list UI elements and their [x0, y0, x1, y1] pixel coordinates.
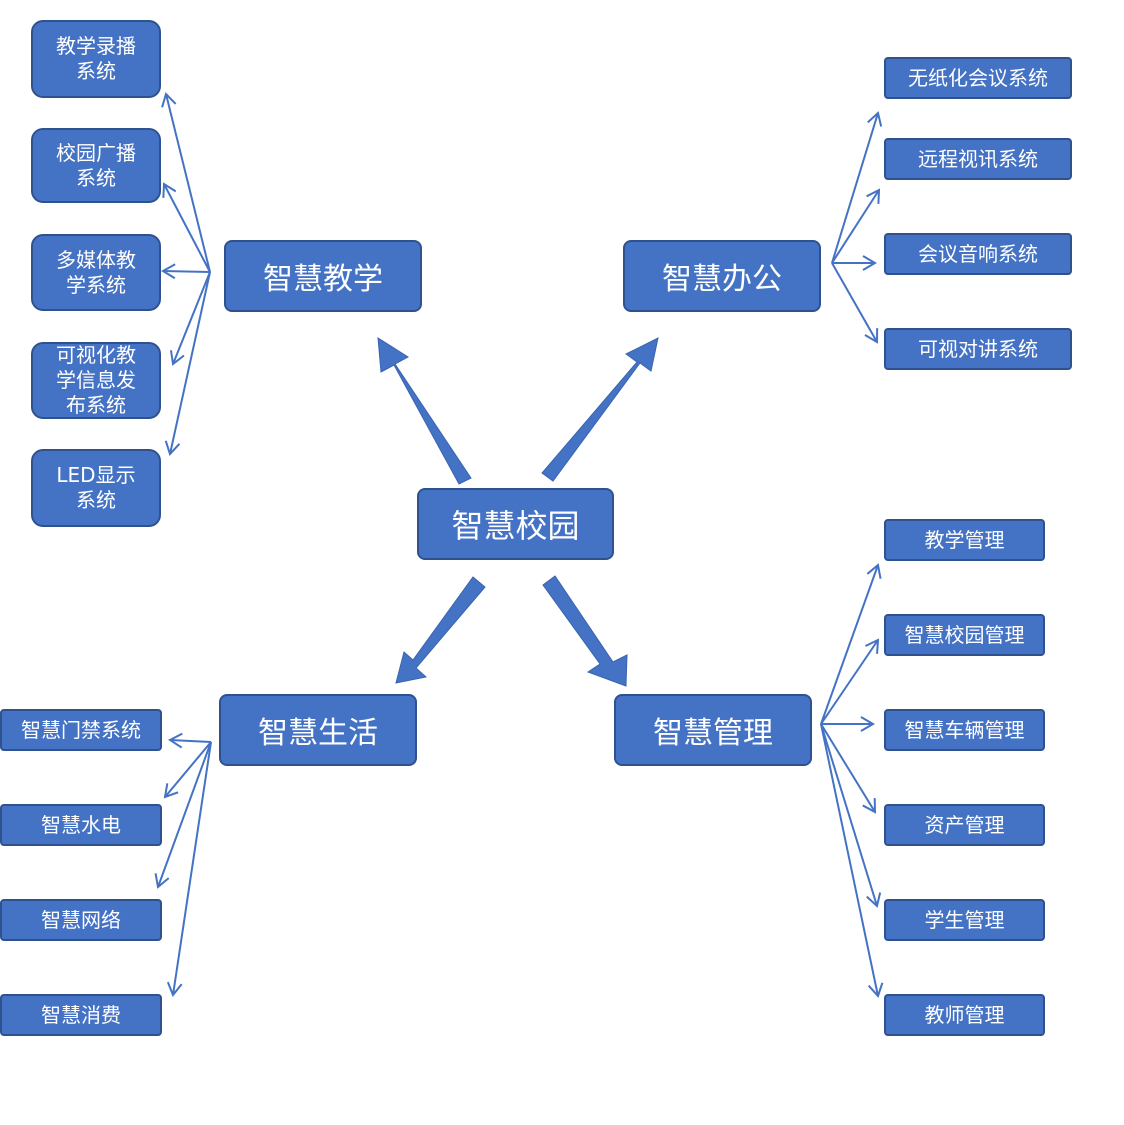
- management-item-teaching: 教学管理: [884, 519, 1045, 561]
- teaching-item-multimedia: 多媒体教 学系统: [31, 234, 161, 311]
- connector-teaching-1: [161, 92, 211, 273]
- management-item-teachers: 教师管理: [884, 994, 1045, 1036]
- center-node: 智慧校园: [417, 488, 614, 560]
- management-item-assets: 资产管理: [884, 804, 1045, 846]
- office-item-intercom: 可视对讲系统: [884, 328, 1072, 370]
- connector-teaching-4: [169, 271, 211, 366]
- connector-life-2: [163, 741, 212, 799]
- category-life: 智慧生活: [219, 694, 417, 766]
- teaching-item-broadcast: 校园广播 系统: [31, 128, 161, 203]
- connector-teaching-3: [161, 263, 211, 280]
- office-item-audio: 会议音响系统: [884, 233, 1072, 275]
- connector-office-4: [831, 262, 879, 344]
- block-arrow-to-office: [541, 337, 659, 482]
- connector-management-6: [820, 723, 884, 998]
- management-item-vehicle: 智慧车辆管理: [884, 709, 1045, 751]
- connector-life-4: [166, 741, 212, 997]
- connector-management-5: [820, 723, 882, 908]
- category-teaching: 智慧教学: [224, 240, 422, 312]
- management-item-students: 学生管理: [884, 899, 1045, 941]
- connector-life-3: [154, 741, 212, 889]
- connector-teaching-5: [164, 271, 211, 456]
- teaching-item-led: LED显示 系统: [31, 449, 161, 527]
- connector-management-1: [820, 563, 882, 725]
- category-office: 智慧办公: [623, 240, 821, 312]
- office-item-paperless: 无纸化会议系统: [884, 57, 1072, 99]
- connector-teaching-2: [162, 182, 211, 273]
- office-item-video-conf: 远程视讯系统: [884, 138, 1072, 180]
- connector-life-1: [168, 732, 212, 749]
- block-arrow-to-management: [542, 575, 628, 687]
- connector-office-1: [831, 111, 883, 264]
- life-item-network: 智慧网络: [0, 899, 162, 941]
- teaching-item-info-release: 可视化教 学信息发 布系统: [31, 342, 161, 419]
- teaching-item-recording: 教学录播 系统: [31, 20, 161, 98]
- connector-management-4: [820, 723, 877, 814]
- block-arrow-to-teaching: [377, 337, 472, 485]
- management-item-campus: 智慧校园管理: [884, 614, 1045, 656]
- connector-management-2: [820, 638, 880, 725]
- life-item-access: 智慧门禁系统: [0, 709, 162, 751]
- block-arrow-to-life: [395, 576, 486, 684]
- category-management: 智慧管理: [614, 694, 812, 766]
- life-item-consumption: 智慧消费: [0, 994, 162, 1036]
- life-item-utilities: 智慧水电: [0, 804, 162, 846]
- connector-office-2: [831, 188, 881, 264]
